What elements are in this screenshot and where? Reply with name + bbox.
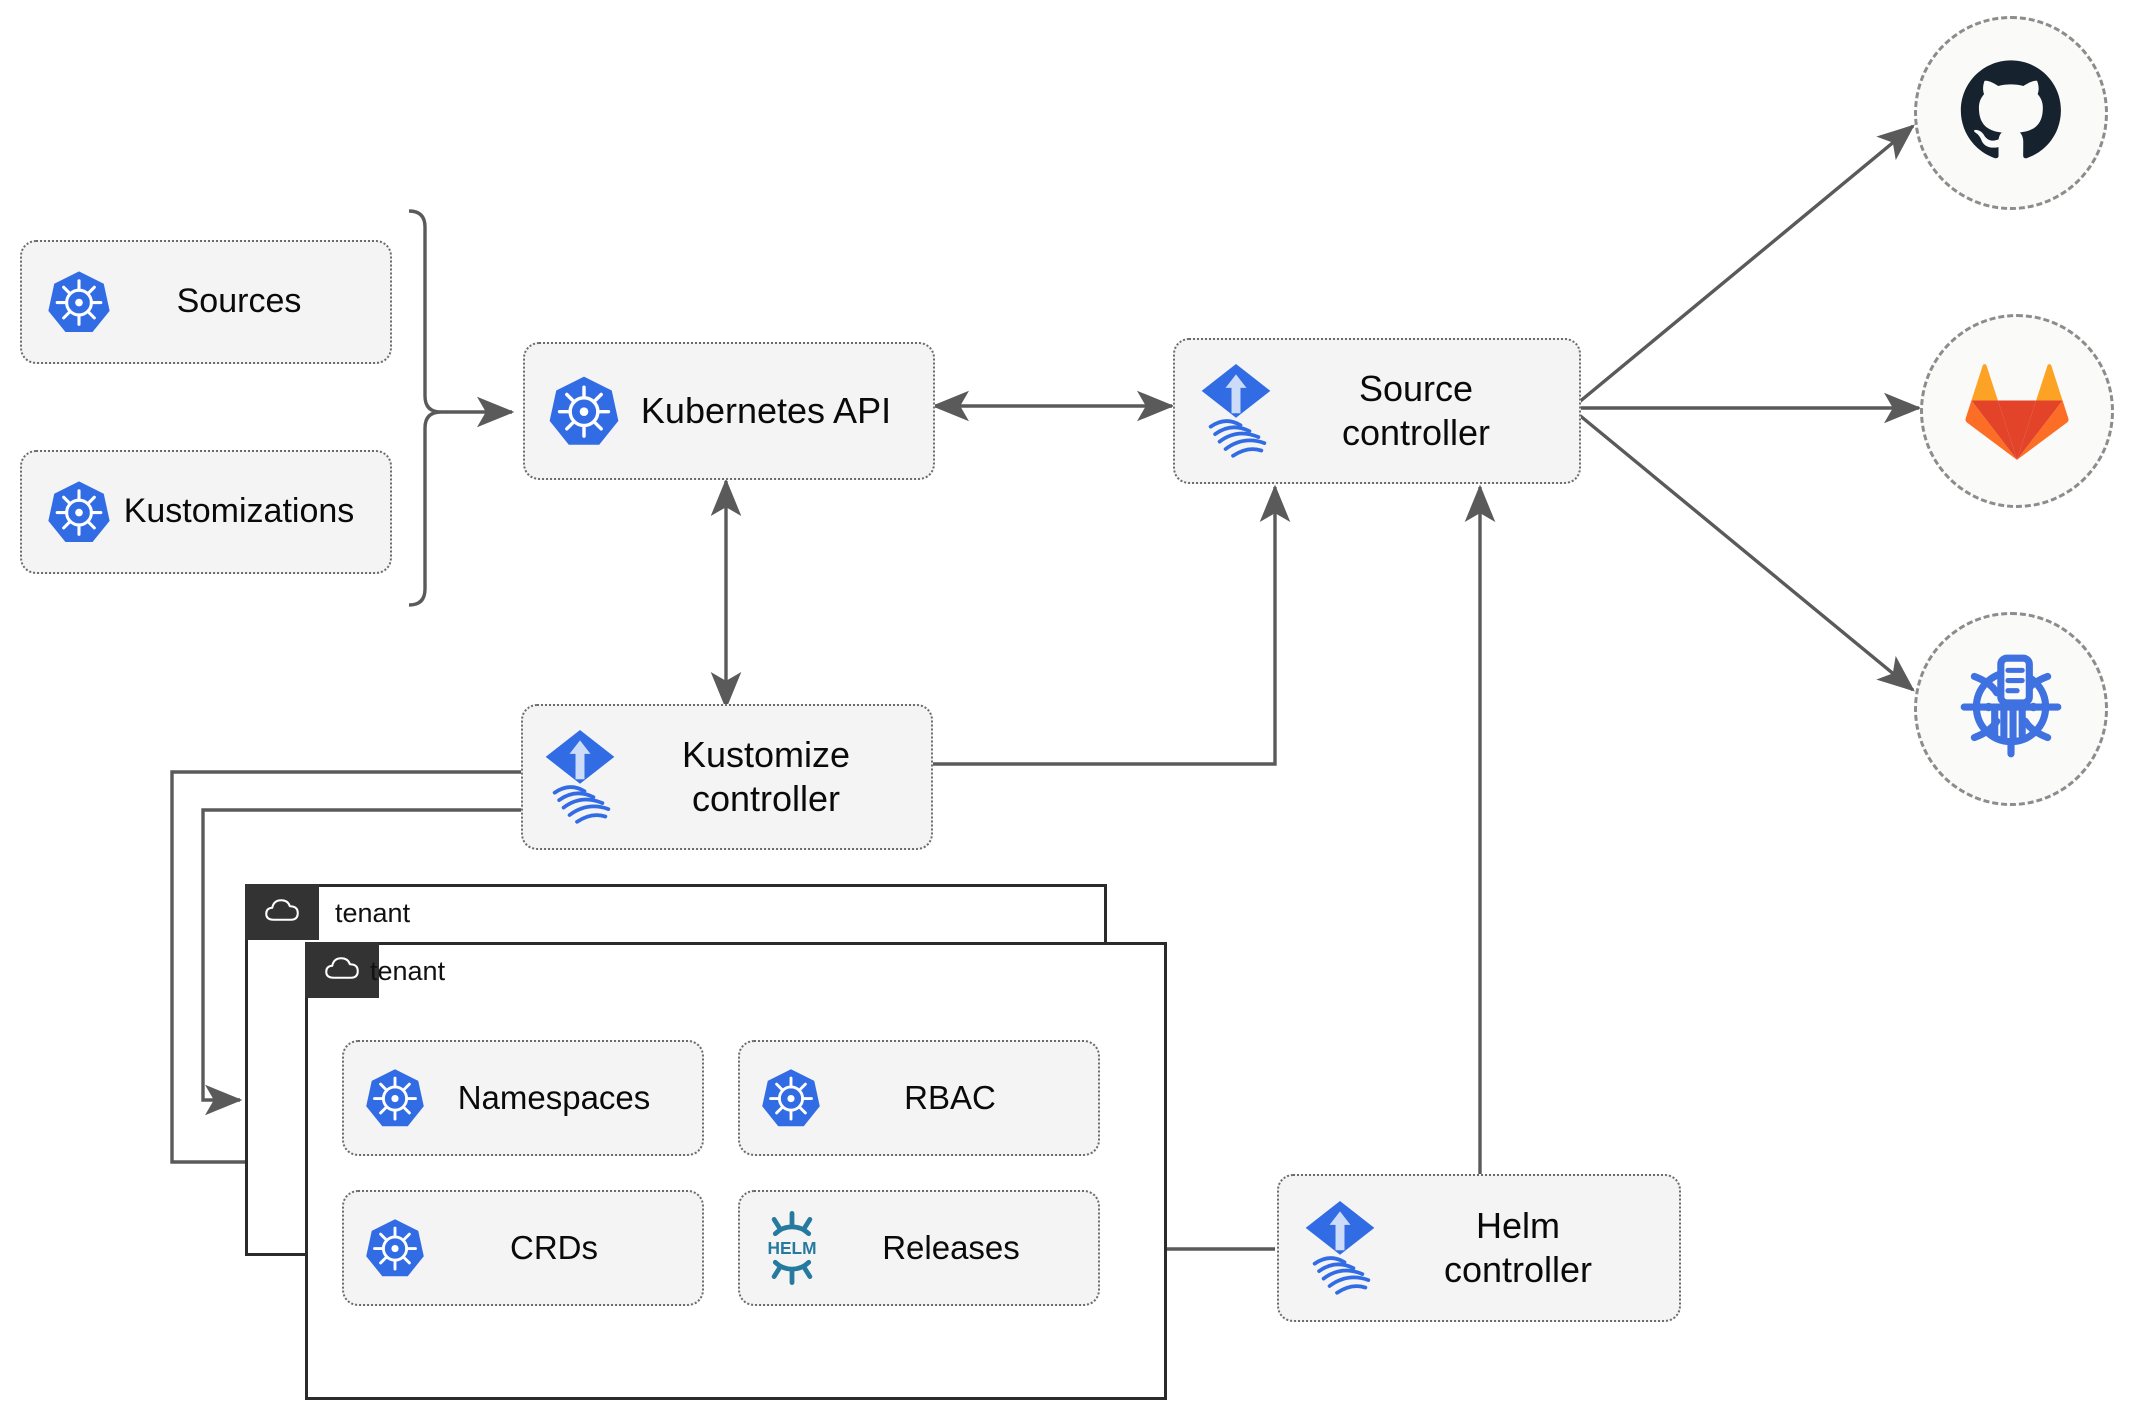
tenant-resource-rbac[interactable]: RBAC: [738, 1040, 1100, 1156]
provider-github[interactable]: [1914, 16, 2108, 210]
node-kubernetes-api-label: Kubernetes API: [640, 390, 892, 432]
kubernetes-icon: [547, 371, 621, 451]
node-kustomize-controller-label: Kustomize controller: [681, 734, 851, 819]
kubernetes-icon: [46, 476, 112, 548]
tenant-resource-releases-label: Releases: [882, 1228, 1020, 1266]
edge-sourcecontroller-github: [1576, 124, 1915, 405]
kubernetes-icon: [364, 1214, 426, 1282]
edge-resources-bracket: [408, 209, 442, 607]
node-kustomize-controller[interactable]: Kustomize controller: [521, 704, 933, 850]
provider-helm-repository[interactable]: [1914, 612, 2108, 806]
node-kubernetes-api[interactable]: Kubernetes API: [523, 342, 935, 480]
helm-icon: [760, 1211, 824, 1285]
helm-repository-icon: [1954, 650, 2068, 769]
kubernetes-icon: [760, 1064, 822, 1132]
resource-sources[interactable]: Sources: [20, 240, 392, 364]
tenant-outer-label: tenant: [335, 898, 411, 928]
edge-kustomizecontroller-sourcecontroller: [930, 484, 1291, 766]
flux-icon: [1197, 361, 1275, 461]
tenant-outer-tab: [245, 884, 319, 940]
tenant-resource-releases[interactable]: Releases: [738, 1190, 1100, 1306]
tenant-resource-rbac-label: RBAC: [904, 1078, 996, 1116]
cloud-icon: [261, 892, 303, 933]
flux-icon: [1301, 1198, 1379, 1298]
node-helm-controller[interactable]: Helm controller: [1277, 1174, 1681, 1322]
kubernetes-icon: [46, 266, 112, 338]
tenant-inner[interactable]: [305, 942, 1167, 1400]
tenant-resource-crds[interactable]: CRDs: [342, 1190, 704, 1306]
gitlab-icon: [1964, 356, 2070, 467]
tenant-resource-namespaces-label: Namespaces: [457, 1078, 651, 1116]
tenant-inner-tab: [305, 942, 379, 998]
flux-icon: [541, 727, 619, 827]
node-source-controller[interactable]: Source controller: [1173, 338, 1581, 484]
tenant-resource-crds-label: CRDs: [510, 1228, 598, 1266]
kubernetes-icon: [364, 1064, 426, 1132]
github-icon: [1956, 56, 2066, 171]
resource-kustomizations-label: Kustomizations: [123, 492, 355, 531]
edge-sourcecontroller-helmrepo: [1576, 412, 1915, 692]
provider-gitlab[interactable]: [1920, 314, 2114, 508]
node-source-controller-label: Source controller: [1341, 368, 1491, 453]
resource-sources-label: Sources: [176, 282, 302, 321]
resource-kustomizations[interactable]: Kustomizations: [20, 450, 392, 574]
tenant-resource-namespaces[interactable]: Namespaces: [342, 1040, 704, 1156]
node-helm-controller-label: Helm controller: [1443, 1205, 1593, 1290]
cloud-icon: [321, 950, 363, 991]
tenant-inner-label: tenant: [370, 956, 446, 986]
